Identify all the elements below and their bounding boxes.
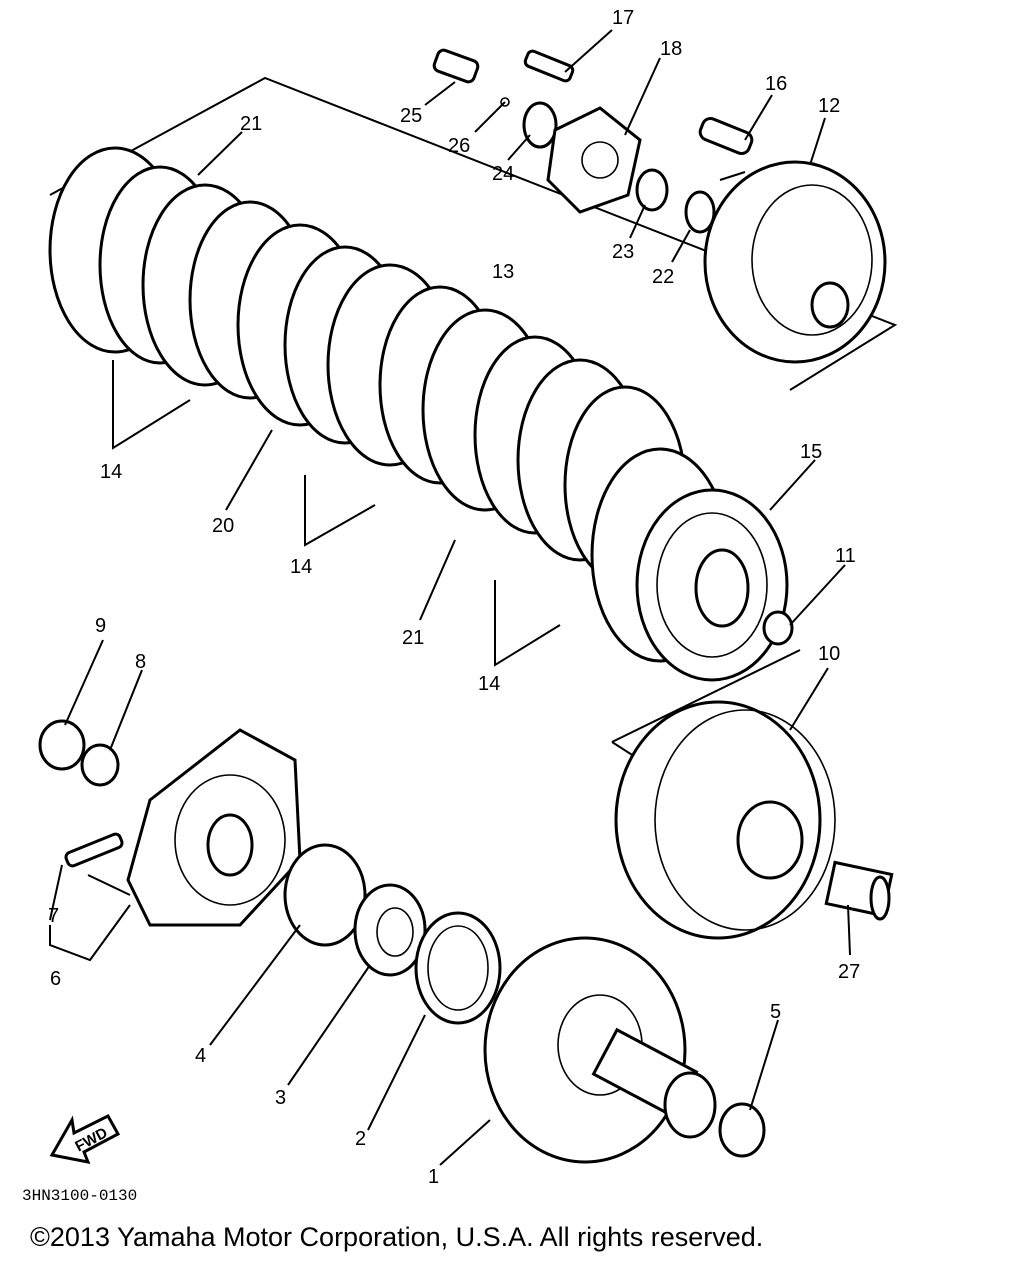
clutch-drum [483,936,717,1164]
callout-14-right: 14 [478,673,500,695]
callout-6: 6 [50,968,61,990]
push-rod-bolt [432,48,480,84]
callout-7: 7 [48,905,59,927]
callout-1: 1 [428,1166,439,1188]
lock-washer [684,190,716,234]
leader-lines [49,29,851,1166]
ball [500,97,510,107]
callout-22: 22 [652,266,674,288]
callout-15: 14 [290,556,312,578]
bearing [353,883,427,977]
washer [718,1102,766,1158]
callout-17: 16 [765,73,787,95]
part-callouts: 17 18 16 12 25 26 24 21 23 22 13 14 20 1… [48,7,860,1188]
callout-3: 3 [275,1087,286,1109]
callout-18: 17 [612,7,634,29]
callout-4: 4 [195,1045,206,1067]
callout-24: 24 [492,163,514,185]
pressure-plate [635,488,789,682]
spacer [824,860,894,921]
callout-12: 12 [818,95,840,117]
plate-stack [48,146,730,663]
clutch-exploded-diagram: 17 18 16 12 25 26 24 21 23 22 13 14 20 1… [22,7,898,1205]
callout-14-left: 14 [100,461,122,483]
bearing [522,101,558,149]
callout-20: 21 [240,113,262,135]
callout-9: 9 [95,615,106,637]
lock-washer [80,743,120,787]
push-plate-boss [581,141,619,179]
clutch-housing [614,700,836,940]
drawing-code: 3HN3100-0130 [22,1187,137,1205]
copyright-notice: ©2013 Yamaha Motor Corporation, U.S.A. A… [30,1222,764,1252]
one-way-clutch [414,911,502,1025]
bolt [523,49,575,83]
centrifugal-clutch-carrier [126,728,302,927]
fwd-arrow-icon: FWD [49,1114,121,1164]
callout-27: 27 [838,961,860,983]
callout-23: 23 [612,241,634,263]
top-hardware [432,48,754,234]
push-plate [546,106,642,214]
callout-13: 13 [492,261,514,283]
callout-8: 8 [135,651,146,673]
clutch-spring [698,116,754,156]
callout-16: 15 [800,441,822,463]
washer [283,843,367,947]
callout-10: 10 [818,643,840,665]
nut [635,168,669,212]
bearing [38,719,86,771]
callout-5: 5 [770,1001,781,1023]
callout-19: 18 [660,38,682,60]
circlip [762,610,794,646]
callout-25: 25 [400,105,422,127]
callout-21-left: 20 [212,515,234,537]
callout-26: 26 [448,135,470,157]
callout-21-right: 21 [402,627,424,649]
callout-2: 2 [355,1128,366,1150]
shoe-spring [64,832,124,868]
clutch-boss [703,160,887,364]
callout-11: 11 [835,545,856,567]
